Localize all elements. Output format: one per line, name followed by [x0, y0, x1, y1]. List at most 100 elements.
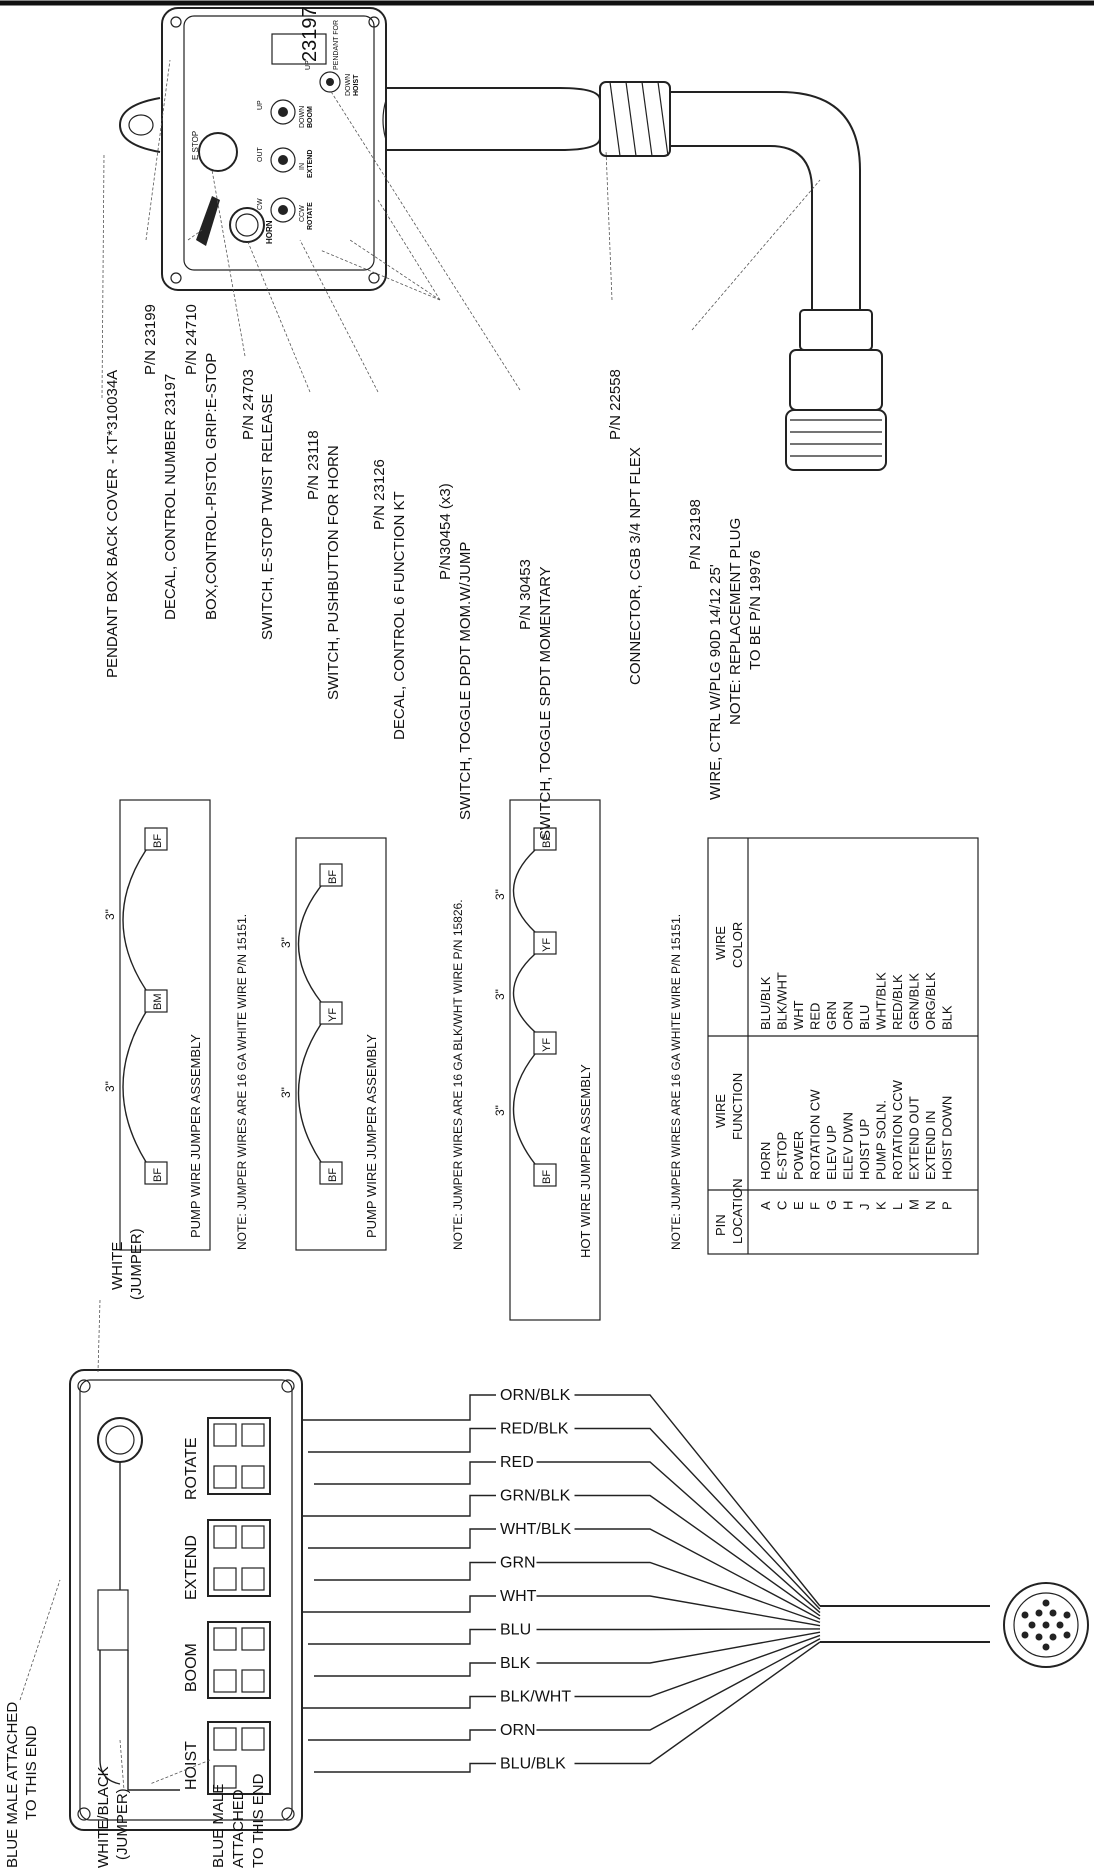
wire-run	[308, 1729, 496, 1741]
pin-cell: H	[841, 1201, 856, 1210]
cable-to-plug	[820, 1605, 990, 1643]
wire-lead	[574, 1641, 821, 1765]
wire-lead	[536, 1631, 821, 1664]
pin-table-rows: AHORNBLU/BLKCE-STOPBLK/WHTEPOWERWHTFROTA…	[758, 972, 955, 1210]
callout-leader-lines	[101, 59, 821, 399]
wire-color-label: WHT/BLK	[500, 1521, 571, 1538]
connector-body	[533, 827, 557, 851]
decal-number-box	[271, 33, 327, 65]
switch-terminal	[241, 1525, 265, 1549]
callout-pn-24703: P/N 24703	[240, 369, 257, 440]
color-cell: GRN/BLK	[907, 973, 922, 1030]
connector-bm: BM	[144, 989, 168, 1013]
callout-pn-23118: P/N 23118	[305, 430, 322, 500]
screw-icon	[77, 1379, 91, 1393]
wire-color-label: RED	[500, 1454, 534, 1471]
connector-label: YF	[541, 938, 553, 952]
function-cell: EXTEND OUT	[907, 1096, 922, 1180]
pin-cell: G	[824, 1200, 839, 1210]
jumper-title: PUMP WIRE JUMPER ASSEMBLY	[188, 1034, 203, 1238]
toggle-extend-name: EXTEND	[307, 150, 314, 178]
connector-body	[533, 1163, 557, 1187]
connector-plug-coupling	[785, 409, 887, 471]
jumper-assembly-3: HOT WIRE JUMPER ASSEMBLY BF YF YF BF 3" …	[493, 799, 683, 1321]
connector-body	[319, 1161, 343, 1185]
annotation-white-jumper: (JUMPER)	[128, 1228, 145, 1300]
leader-line	[247, 241, 311, 393]
wire-lead	[536, 1628, 821, 1631]
toggle-hoist-up-label: UP	[305, 60, 312, 70]
function-header: WIRE	[713, 1094, 728, 1128]
callout-box-control: BOX,CONTROL-PISTOL GRIP:E-STOP	[203, 353, 220, 620]
connector-bf: BF	[319, 1161, 343, 1185]
pendant-screw	[170, 272, 182, 284]
plug-pin	[1028, 1621, 1036, 1629]
leader-line	[97, 1299, 101, 1373]
wire-run	[302, 1494, 496, 1517]
wire-run	[314, 1662, 496, 1677]
pendant-hang-hole	[128, 114, 154, 136]
conduit-edge	[670, 145, 813, 310]
jumper-note: NOTE: JUMPER WIRES ARE 16 GA WHITE WIRE …	[235, 914, 249, 1250]
annotation-blue-male-bottom: BLUE MALE	[210, 1784, 227, 1868]
callout-wire-ctrl: WIRE, CTRL W/PLG 90D 14/12 25'	[707, 564, 724, 800]
toggle-extend-in-label: IN	[299, 163, 306, 170]
wire-run	[302, 1595, 496, 1613]
wire-lead	[574, 1634, 821, 1698]
plug-pin	[1056, 1621, 1064, 1629]
callout-toggle-dpdt: SWITCH, TOGGLE DPDT MOM.W/JUMP	[457, 542, 474, 820]
callout-connector-cgb: CONNECTOR, CGB 3/4 NPT FLEX	[627, 447, 644, 685]
connector-label: BF	[152, 1168, 164, 1182]
callout-decal-control-number: DECAL, CONTROL NUMBER 23197	[162, 374, 179, 620]
wire-color-label: BLK	[500, 1655, 531, 1672]
plug-pins	[1021, 1599, 1071, 1651]
color-cell: BLU	[857, 1005, 872, 1030]
callout-replacement-pn: TO BE P/N 19976	[747, 550, 764, 670]
toggle-switch-lever	[278, 107, 288, 117]
pendant-screw	[368, 272, 380, 284]
plug-pin	[1063, 1611, 1071, 1619]
switch-body	[207, 1621, 271, 1699]
callout-pn-22558: P/N 22558	[607, 369, 624, 440]
jumper-assembly-1: PUMP WIRE JUMPER ASSEMBLY BF BM BF 3" 3"…	[103, 799, 249, 1251]
switch-block-rotate: ROTATE	[183, 1417, 271, 1500]
leader-line	[119, 1739, 125, 1791]
wiring-schematic: ROTATE EXTEND BOOM HOIST	[69, 1369, 1089, 1831]
jumper-length: 3"	[279, 1087, 293, 1098]
connector-bf: BF	[319, 863, 343, 887]
function-cell: HORN	[758, 1142, 773, 1180]
switch-block-boom: BOOM	[183, 1621, 271, 1699]
color-cell: BLK/WHT	[775, 972, 790, 1030]
leader-line	[605, 149, 613, 301]
color-cell: BLK	[940, 1005, 955, 1030]
function-cell: ELEV DWN	[841, 1112, 856, 1180]
switch-terminal	[241, 1627, 265, 1651]
wire-color-label: BLK/WHT	[500, 1689, 571, 1706]
switch-body	[207, 1417, 271, 1495]
connector-bf: BF	[533, 1163, 557, 1187]
function-cell: HOIST DOWN	[940, 1096, 955, 1180]
internal-jumper	[119, 1462, 180, 1791]
color-cell: BLU/BLK	[758, 976, 773, 1030]
connector-yf: YF	[533, 931, 557, 955]
leader-line	[149, 1759, 211, 1785]
pin-cell: F	[808, 1202, 823, 1210]
switch-terminal	[241, 1567, 265, 1591]
plug-pin	[1042, 1599, 1050, 1607]
horn-button-icon	[229, 207, 265, 243]
toggle-switch-icon	[270, 147, 296, 173]
horn-button-inner	[235, 213, 259, 237]
connector-yf: YF	[533, 1031, 557, 1055]
jumper-box	[295, 837, 387, 1251]
jumper-title: PUMP WIRE JUMPER ASSEMBLY	[364, 1034, 379, 1238]
switch-terminal	[241, 1465, 265, 1489]
wire-color-label: GRN	[500, 1555, 536, 1572]
connector-label: YF	[541, 1038, 553, 1052]
wire-color-label: ORN/BLK	[500, 1387, 571, 1404]
wiring-annotations: WHITE (JUMPER) BLUE MALE ATTACHED TO THI…	[4, 1228, 267, 1868]
jumper-box	[119, 799, 211, 1251]
connector-yf: YF	[319, 1001, 343, 1025]
callout-back-cover: PENDANT BOX BACK COVER - KT*310034A	[104, 370, 121, 678]
toggle-switch-icon	[270, 197, 296, 223]
